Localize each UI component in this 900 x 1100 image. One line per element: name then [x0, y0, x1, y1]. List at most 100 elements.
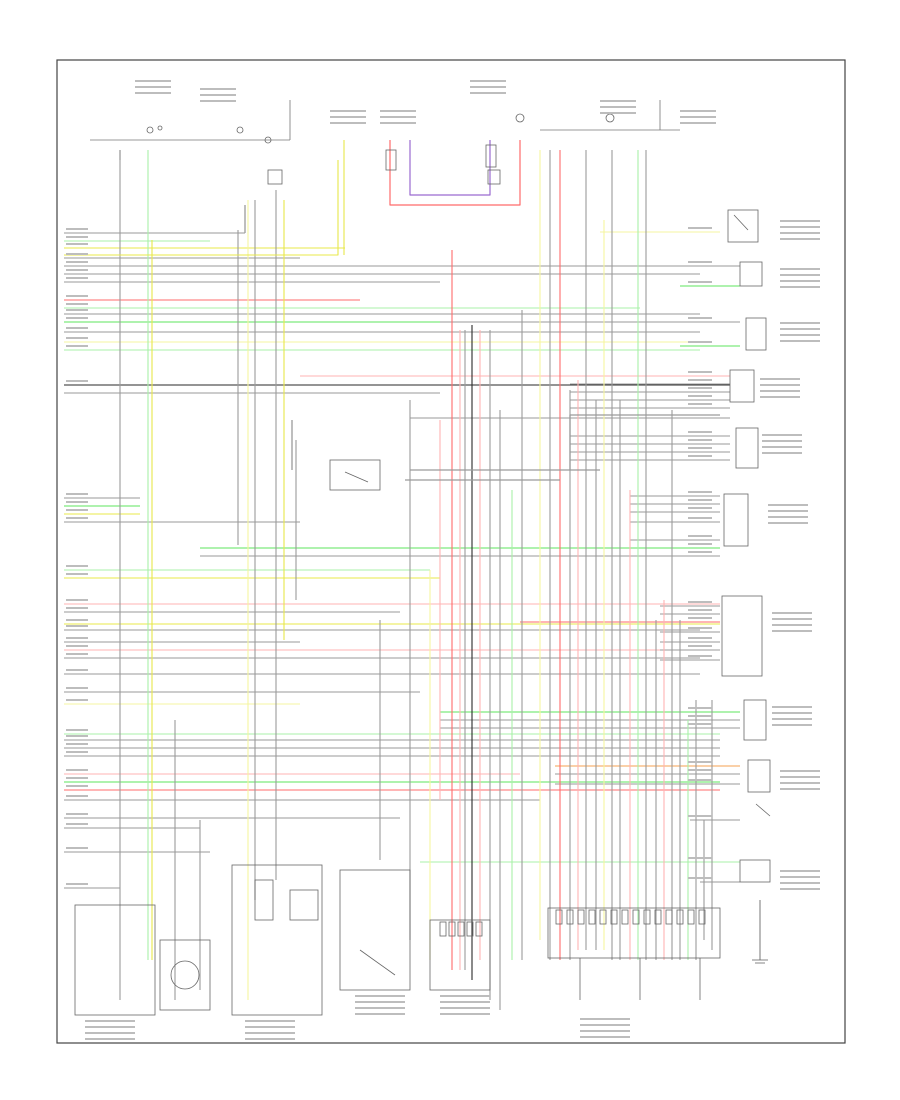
component-name-label [600, 112, 636, 114]
component-diagnostic-connector [547, 907, 721, 959]
wire-color-label [688, 761, 712, 763]
component-name-label [85, 1026, 135, 1028]
switch-contact [157, 125, 163, 131]
component-sensor [739, 261, 763, 287]
component-name-label [762, 446, 802, 448]
wire-layer [64, 140, 740, 1010]
component-module [745, 317, 767, 351]
component-name-label [380, 110, 416, 112]
connector-pin [698, 909, 706, 925]
connector-pin [577, 909, 585, 925]
component-name-label [780, 776, 820, 778]
component-name-label [245, 1026, 295, 1028]
component-name-label [85, 1020, 135, 1022]
connector-pin [632, 909, 640, 925]
component-switch-bank [339, 869, 411, 991]
wire-color-label [66, 645, 88, 647]
wire-color-label [66, 565, 88, 567]
component-name-label [780, 226, 820, 228]
gauge-dial [170, 960, 200, 990]
component-name-label [772, 706, 812, 708]
component-name-label [245, 1038, 295, 1040]
fuse-block [605, 113, 615, 123]
wire-color-label [688, 341, 712, 343]
connector-pin [566, 909, 574, 925]
wire-color-label [688, 535, 712, 537]
relay-switch-arm [344, 471, 369, 483]
wire-color-label [688, 637, 712, 639]
component-name-label [780, 322, 820, 324]
component-name-label [355, 1001, 405, 1003]
component-name-label [780, 238, 820, 240]
connector-pin [643, 909, 651, 925]
component-name-label [135, 80, 171, 82]
wire-color-label [688, 507, 712, 509]
component-name-label [780, 788, 820, 790]
wire-color-label [688, 627, 712, 629]
connector-block [267, 169, 283, 185]
wire-color-label [688, 857, 712, 859]
wire-color-label [688, 455, 712, 457]
component-name-label [200, 88, 236, 90]
wire-color-label [66, 769, 88, 771]
component-name-label [330, 116, 366, 118]
wire-color-label [66, 599, 88, 601]
connector-pin [665, 909, 673, 925]
wire-color-label [688, 317, 712, 319]
component-name-label [440, 1013, 490, 1015]
connector-pin [475, 921, 483, 937]
diagram-border [56, 59, 846, 1044]
connector-pin [448, 921, 456, 937]
component-name-label [772, 630, 812, 632]
connector-block [487, 169, 501, 185]
component-switch [747, 759, 771, 793]
component-name-label [200, 100, 236, 102]
wire-color-label [66, 637, 88, 639]
wire-color-label [66, 619, 88, 621]
wire-color-label [688, 371, 712, 373]
wire-color-label [66, 785, 88, 787]
wire-color-label [688, 227, 712, 229]
relay-contact [236, 126, 244, 134]
component-name-label [330, 122, 366, 124]
component-name-label [780, 274, 820, 276]
component-name-label [680, 110, 716, 112]
wire-color-label [66, 687, 88, 689]
component-name-label [580, 1024, 630, 1026]
wire-color-label [66, 743, 88, 745]
component-name-label [440, 1007, 490, 1009]
wire-color-label [66, 261, 88, 263]
component-layer [66, 80, 820, 1040]
wire-color-label [66, 777, 88, 779]
component-name-label [200, 94, 236, 96]
component-name-label [380, 122, 416, 124]
component-name-label [580, 1030, 630, 1032]
connector-pin [687, 909, 695, 925]
wire-color-label [66, 309, 88, 311]
wire-color-label [688, 261, 712, 263]
wire-color-label [66, 345, 88, 347]
fuse-holder [385, 149, 397, 171]
component-name-label [780, 220, 820, 222]
wire-color-label [66, 735, 88, 737]
meter-lens [289, 889, 319, 921]
wire-color-label [66, 269, 88, 271]
component-name-label [680, 122, 716, 124]
component-switch [739, 859, 771, 883]
wire-color-label [688, 707, 712, 709]
wire-color-label [688, 379, 712, 381]
wire-color-label [688, 543, 712, 545]
component-name-label [355, 995, 405, 997]
connector-pin [610, 909, 618, 925]
wire-color-label [688, 403, 712, 405]
wire-color-label [66, 228, 88, 230]
control-relay [329, 459, 381, 491]
component-name-label [440, 1001, 490, 1003]
wire-color-label [688, 395, 712, 397]
wire-color-label [66, 653, 88, 655]
connector-pin [439, 921, 447, 937]
wire [569, 414, 720, 470]
component-sensor [723, 493, 749, 547]
